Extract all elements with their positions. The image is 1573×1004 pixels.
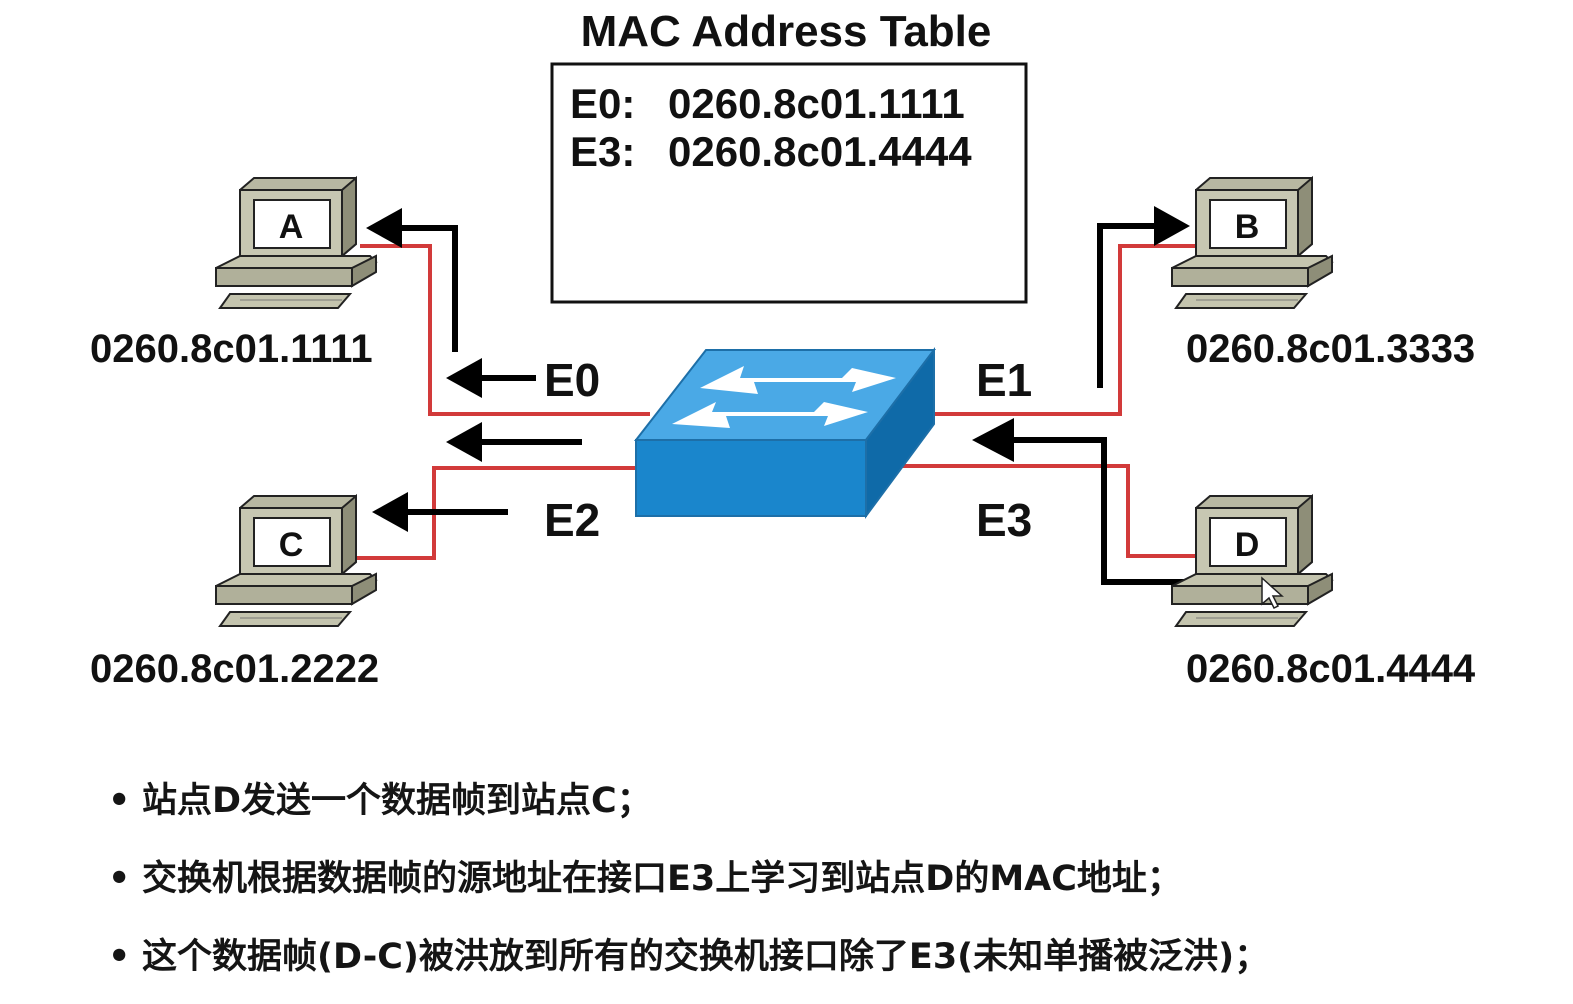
mac-table-port: E3: xyxy=(570,128,635,175)
arrowhead xyxy=(446,422,482,462)
arrow-heads xyxy=(366,206,1190,532)
arrow-to-b xyxy=(1097,223,1156,388)
arrowhead xyxy=(366,208,402,248)
arrowhead xyxy=(372,492,408,532)
port-label-e2: E2 xyxy=(544,494,600,546)
bullet-text: 交换机根据数据帧的源地址在接口E3上学习到站点D的MAC地址； xyxy=(142,859,1182,899)
bullet-marker: • xyxy=(108,859,131,899)
bullet-item: • 交换机根据数据帧的源地址在接口E3上学习到站点D的MAC地址； xyxy=(108,848,1548,926)
mac-table-box xyxy=(550,62,1028,304)
arrowhead xyxy=(1154,206,1190,246)
computer-c-icon: C xyxy=(215,495,377,627)
link-b-e1 xyxy=(928,244,1196,416)
mac-table-entry: E0: 0260.8c01.1111 xyxy=(570,80,965,127)
port-label-e3: E3 xyxy=(976,494,1032,546)
mac-table-mac: 0260.8c01.4444 xyxy=(668,128,972,175)
arrow-d-to-switch xyxy=(1010,437,1196,585)
link-d-e3 xyxy=(900,464,1196,558)
computer-b-icon: B xyxy=(1171,177,1333,309)
bullet-item: • 这个数据帧(D-C)被洪放到所有的交换机接口除了E3(未知单播被泛洪)； xyxy=(108,926,1548,1004)
bullet-marker: • xyxy=(108,937,131,977)
bullet-marker: • xyxy=(108,781,131,821)
arrowhead xyxy=(972,418,1014,462)
frame-flow-arrows xyxy=(398,223,1196,585)
arrowhead xyxy=(446,358,482,398)
mac-table-title: MAC Address Table xyxy=(581,7,992,56)
switch-icon xyxy=(633,347,937,520)
station-mac-d: 0260.8c01.4444 xyxy=(1186,647,1476,691)
bullet-text: 这个数据帧(D-C)被洪放到所有的交换机接口除了E3(未知单播被泛洪)； xyxy=(142,937,1270,977)
link-a-e0 xyxy=(360,244,650,416)
mac-table-mac: 0260.8c01.1111 xyxy=(668,80,965,127)
computer-d-icon: D xyxy=(1171,495,1333,627)
port-label-e1: E1 xyxy=(976,354,1032,406)
bullet-item: • 站点D发送一个数据帧到站点C； xyxy=(108,770,1548,848)
mac-table-port: E0: xyxy=(570,80,635,127)
network-links xyxy=(340,244,1196,560)
bullet-text: 站点D发送一个数据帧到站点C； xyxy=(142,781,652,821)
station-letter-c: C xyxy=(279,526,304,564)
station-letter-a: A xyxy=(279,208,304,246)
mouse-cursor-icon xyxy=(1261,576,1284,610)
station-mac-a: 0260.8c01.1111 xyxy=(90,327,373,371)
station-letter-b: B xyxy=(1235,208,1260,246)
explanation-bullets: • 站点D发送一个数据帧到站点C； • 交换机根据数据帧的源地址在接口E3上学习到站… xyxy=(108,770,1548,1004)
arrow-to-a xyxy=(398,225,458,352)
station-mac-c: 0260.8c01.2222 xyxy=(90,647,379,691)
station-mac-b: 0260.8c01.3333 xyxy=(1186,327,1475,371)
mac-table-entry: E3: 0260.8c01.4444 xyxy=(570,128,972,175)
computer-a-icon: A xyxy=(215,177,377,309)
station-letter-d: D xyxy=(1235,526,1260,564)
port-label-e0: E0 xyxy=(544,354,600,406)
